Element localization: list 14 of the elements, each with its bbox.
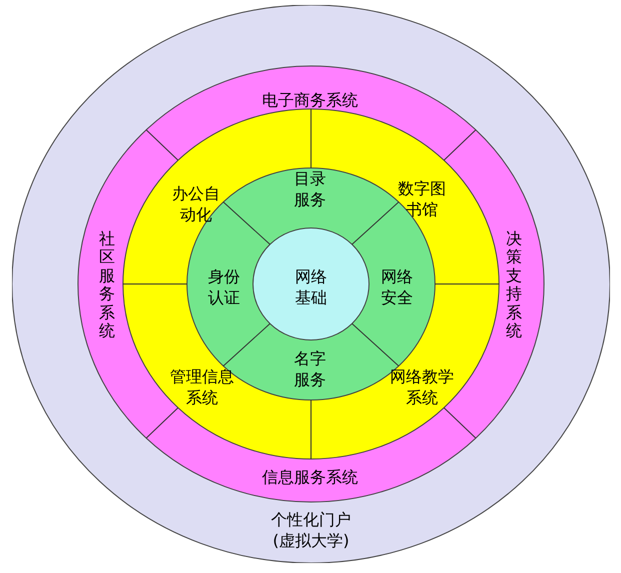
ring-label: 决策支持系统 — [506, 230, 522, 340]
ring-label: 网络安全 — [381, 267, 413, 309]
ring-label: 身份认证 — [208, 267, 240, 309]
ring-label: 目录服务 — [294, 169, 326, 211]
ring-label: 电子商务系统 — [261, 90, 359, 112]
ring-label: 管理信息系统 — [170, 367, 234, 409]
ring-label: 办公自动化 — [172, 184, 220, 226]
ring-label: 网络基础 — [295, 267, 327, 309]
ring-label: 名字服务 — [294, 349, 326, 391]
ring-label: 社区服务系统 — [99, 230, 115, 340]
ring-label: 网络教学系统 — [390, 367, 454, 409]
ring-label: 数字图书馆 — [398, 179, 446, 221]
ring-label: 信息服务系统 — [261, 468, 359, 488]
ring-label: 个性化门户(虚拟大学) — [270, 510, 352, 552]
